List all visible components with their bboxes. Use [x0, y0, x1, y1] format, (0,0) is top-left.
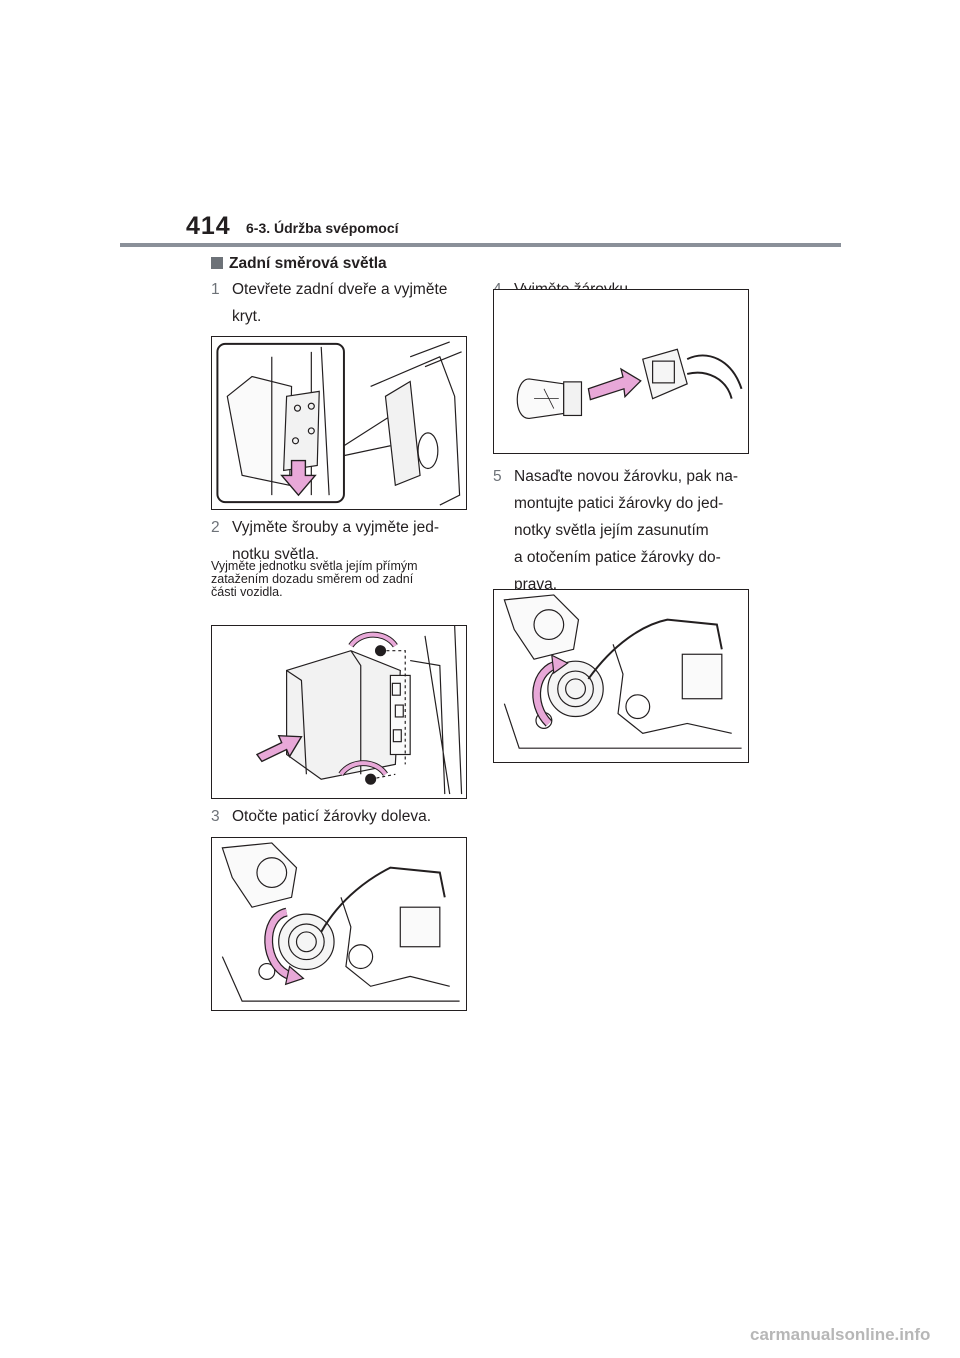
step-text: Otevřete zadní dveře a vyjměte kryt. [232, 281, 448, 325]
square-bullet-icon [211, 257, 223, 269]
step-5: 5 Nasaďte novou žárovku, pak na- montujt… [493, 463, 763, 598]
section-heading-text: Zadní směrová světla [229, 255, 387, 272]
step-1: 1 Otevřete zadní dveře a vyjměte kryt. [211, 276, 471, 330]
figure-remove-cover [211, 336, 467, 510]
step-number: 2 [211, 519, 220, 536]
figure-remove-bulb [493, 289, 749, 454]
figure-turn-socket-left [211, 837, 467, 1011]
figure-install-bulb [493, 589, 749, 763]
step-text: Nasaďte novou žárovku, pak na- montujte … [514, 468, 739, 593]
step-number: 1 [211, 281, 220, 298]
step-text: Vyjměte šrouby a vyjměte jed- notku svět… [232, 519, 440, 563]
step-number: 5 [493, 468, 502, 485]
step-3: 3 Otočte paticí žárovky doleva. [211, 803, 471, 830]
figure-remove-light-unit [211, 625, 467, 799]
step-number: 3 [211, 808, 220, 825]
step-text: Otočte paticí žárovky doleva. [232, 808, 432, 825]
section-title: 6-3. Údržba svépomocí [246, 220, 399, 236]
note-text: Vyjměte jednotku světla jejím přímým zat… [211, 559, 418, 599]
header-rule [120, 243, 841, 247]
step-2: 2 Vyjměte šrouby a vyjměte jed- notku sv… [211, 514, 471, 568]
page-number: 414 [186, 212, 231, 240]
watermark: carmanualsonline.info [750, 1325, 931, 1344]
section-heading: Zadní směrová světla [211, 255, 387, 273]
